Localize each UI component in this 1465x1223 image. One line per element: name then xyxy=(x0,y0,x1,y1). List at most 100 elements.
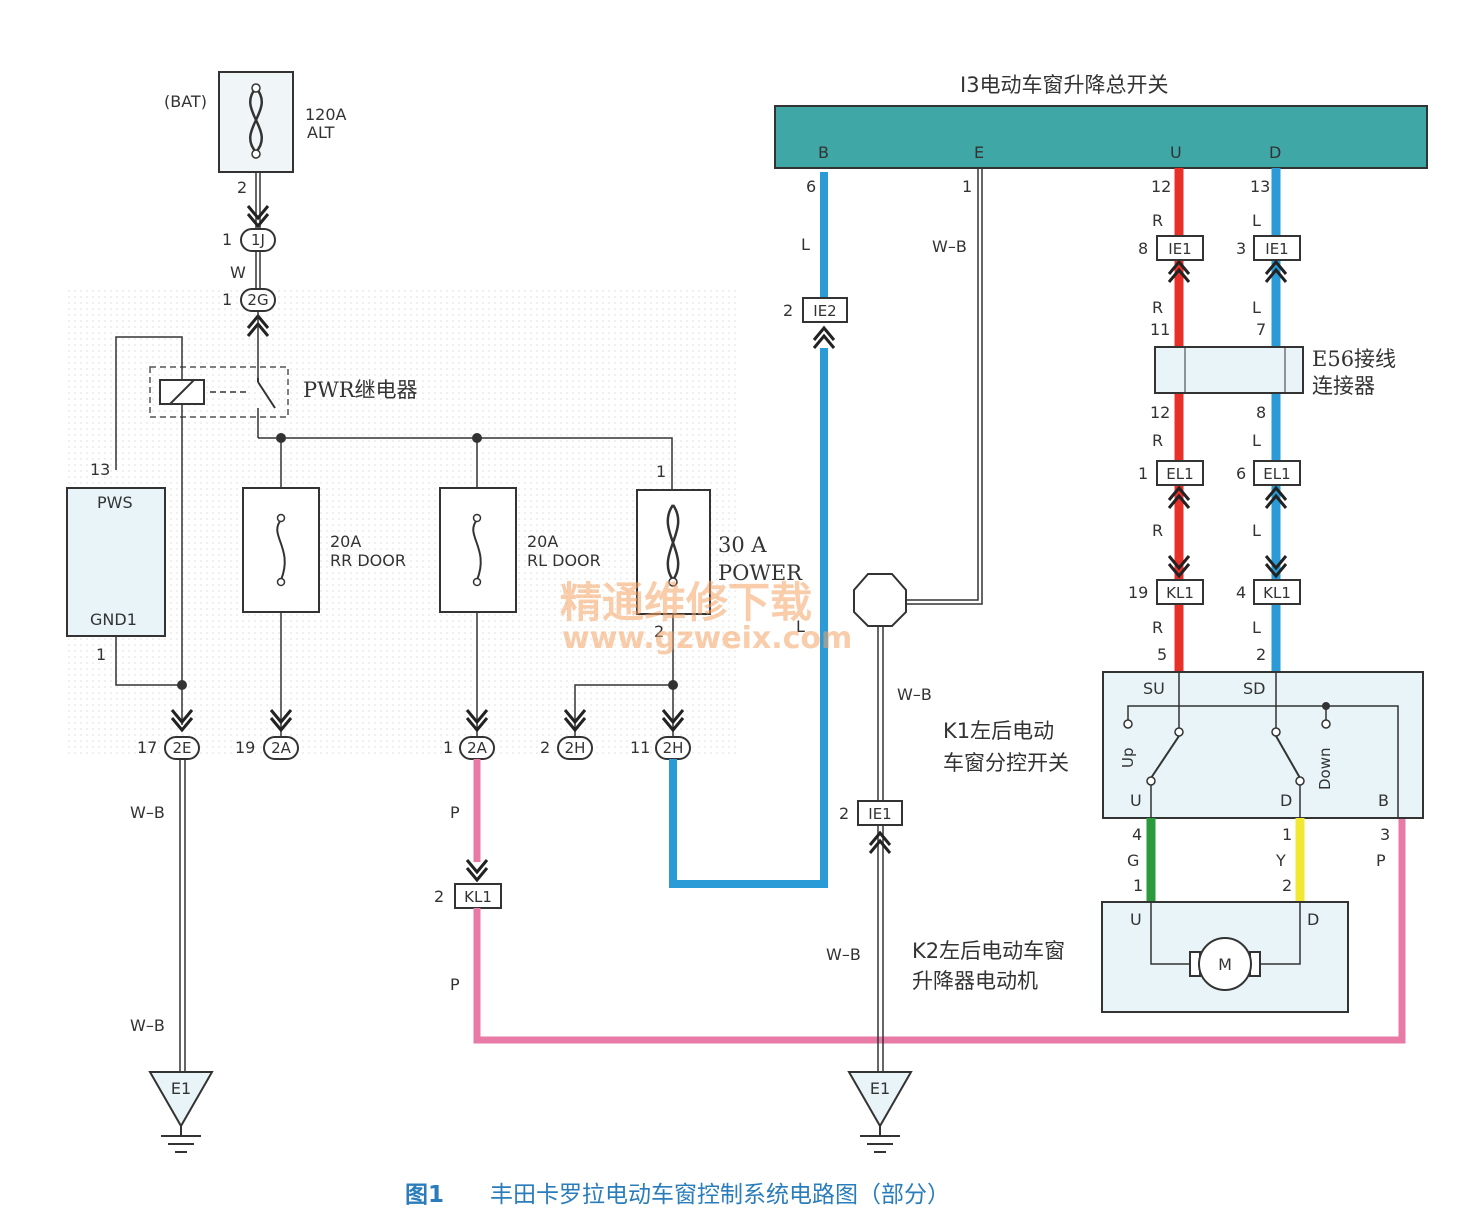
k1-su: SU xyxy=(1143,679,1165,698)
red-kl1: KL1 xyxy=(1166,584,1194,602)
blue-w5: L xyxy=(1252,618,1261,637)
fuse-rl-door: 20A RL DOOR xyxy=(439,438,601,736)
k2-m: M xyxy=(1218,955,1232,974)
conn-2e-name: 2E xyxy=(172,739,191,757)
conn-2a-a-name: 2A xyxy=(271,739,292,757)
blue-wire-column: L IE1 3 L 7 8 L EL1 6 L KL1 4 L 2 xyxy=(1236,168,1301,672)
left-wb2: W–B xyxy=(130,1016,165,1035)
red-el1: EL1 xyxy=(1166,465,1193,483)
k1-b: B xyxy=(1378,791,1389,810)
blue-p8: 8 xyxy=(1256,403,1266,422)
red-w5: R xyxy=(1152,618,1163,637)
k1out-p1: 1 xyxy=(1133,876,1143,895)
left-ground-path: W–B W–B E1 xyxy=(130,759,214,1153)
fuse-rr-amp: 20A xyxy=(330,532,361,551)
blue-w2: L xyxy=(1252,298,1261,317)
blue-kl1: KL1 xyxy=(1263,584,1291,602)
fuse-power-amp: 30 A xyxy=(718,533,767,557)
master-d: D xyxy=(1269,143,1281,162)
conn-2a-b-name: 2A xyxy=(467,739,488,757)
ie2-pin: 2 xyxy=(783,301,793,320)
e56-line2: 连接器 xyxy=(1312,374,1375,398)
left-wb1: W–B xyxy=(130,803,165,822)
fuse-30a-power: 1 30 A POWER 2 xyxy=(574,462,803,736)
conn-2g-name: 2G xyxy=(247,291,268,309)
connector-2g: 2G 1 xyxy=(222,288,276,312)
wire-w-label: W xyxy=(230,263,246,282)
watermark-cn: 精通维修下载 xyxy=(560,578,812,627)
master-e: E xyxy=(974,143,984,162)
k2-motor: U D M K2左后电动车窗 升降器电动机 xyxy=(912,901,1349,1013)
k1-u: U xyxy=(1130,791,1142,810)
e56-line1: E56接线 xyxy=(1312,347,1396,371)
red-kl1-pin: 19 xyxy=(1128,583,1148,602)
blue-kl1-pin: 4 xyxy=(1236,583,1246,602)
conn-2a-a-pin: 19 xyxy=(235,738,255,757)
relay-label: PWR继电器 xyxy=(303,378,418,402)
mid-ie1-pin: 2 xyxy=(839,804,849,823)
red-w1: R xyxy=(1152,211,1163,230)
e-wire-label: W–B xyxy=(932,237,967,256)
battery-fuse: (BAT) 120A ALT 2 xyxy=(164,71,347,197)
blue-ie1-pin: 3 xyxy=(1236,239,1246,258)
mid-wb2: W–B xyxy=(826,945,861,964)
pink-kl1: KL1 xyxy=(464,888,492,906)
conn-2g-pin: 1 xyxy=(222,290,232,309)
mid-ie1: IE1 xyxy=(868,805,891,823)
k2-line2: 升降器电动机 xyxy=(912,969,1038,993)
conn-2a-b-pin: 1 xyxy=(443,738,453,757)
fuse-alt-label: ALT xyxy=(307,123,335,142)
red-w3: R xyxy=(1152,431,1163,450)
k1out-p: P xyxy=(1376,851,1386,870)
ie2-wire: L xyxy=(801,235,810,254)
master-u: U xyxy=(1170,143,1182,162)
conn-2h-a-pin: 2 xyxy=(540,738,550,757)
blue-el1-pin: 6 xyxy=(1236,464,1246,483)
blue-w1: L xyxy=(1252,211,1261,230)
red-p12: 12 xyxy=(1150,403,1170,422)
ie2-name: IE2 xyxy=(813,302,836,320)
k1-d: D xyxy=(1280,791,1292,810)
red-p5: 5 xyxy=(1157,645,1167,664)
bat-label: (BAT) xyxy=(164,92,207,111)
k1-sd: SD xyxy=(1243,679,1265,698)
ecu-gnd1: GND1 xyxy=(90,610,137,629)
conn-1j-pin: 1 xyxy=(222,230,232,249)
conn-2h-b-name: 2H xyxy=(663,739,684,757)
blue-ie1: IE1 xyxy=(1265,240,1288,258)
e56-connector: E56接线 连接器 xyxy=(1154,346,1396,398)
master-b: B xyxy=(818,143,829,162)
ecu-pin-top: 13 xyxy=(90,460,110,479)
k1-line2: 车窗分控开关 xyxy=(943,751,1069,775)
fuse-power-pin-top: 1 xyxy=(656,462,666,481)
blue-p7: 7 xyxy=(1256,320,1266,339)
k1out-p2: 2 xyxy=(1282,876,1292,895)
bat-pin: 2 xyxy=(237,178,247,197)
blue-w4: L xyxy=(1252,521,1261,540)
fuse-power-pin-bot: 2 xyxy=(654,622,664,641)
k2-d: D xyxy=(1307,910,1319,929)
watermark-url: www.gzweix.com xyxy=(562,621,852,656)
master-pin-e: 1 xyxy=(962,177,972,196)
red-ie1-pin: 8 xyxy=(1138,239,1148,258)
blue-el1: EL1 xyxy=(1263,465,1290,483)
k1-switch: SU SD Up Down U D B K1左后电动 车窗分控开关 xyxy=(943,671,1424,819)
blue-w3: L xyxy=(1252,431,1261,450)
mid-e1: E1 xyxy=(870,1079,890,1098)
k2-line1: K2左后电动车窗 xyxy=(912,939,1065,963)
master-pin-d: 13 xyxy=(1250,177,1270,196)
k1-down: Down xyxy=(1316,747,1334,790)
k1out-p3: 3 xyxy=(1380,825,1390,844)
master-switch: I3电动车窗升降总开关 B E U D 6 1 12 13 xyxy=(774,73,1428,196)
fuse-power-name: POWER xyxy=(718,561,803,585)
k1out-p4: 4 xyxy=(1132,825,1142,844)
ecu-pin-bot: 1 xyxy=(96,645,106,664)
k1out-p1b: 1 xyxy=(1282,825,1292,844)
red-el1-pin: 1 xyxy=(1138,464,1148,483)
fuse-rr-name: RR DOOR xyxy=(330,551,406,570)
mid-ground-path: W–B IE1 2 W–B E1 xyxy=(826,626,932,1153)
mid-wb1: W–B xyxy=(897,685,932,704)
k1out-g: G xyxy=(1127,851,1139,870)
red-w4: R xyxy=(1152,521,1163,540)
